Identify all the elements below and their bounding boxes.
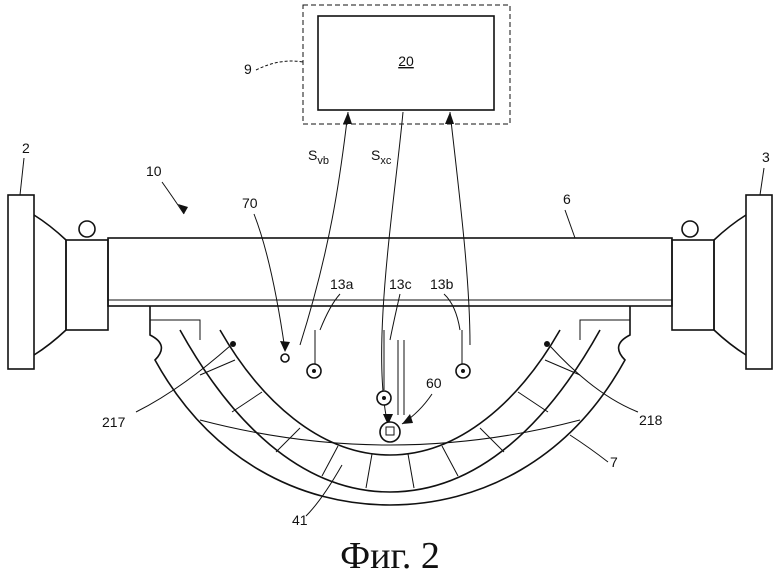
leader-41 xyxy=(305,464,343,517)
housing-inner xyxy=(149,319,201,340)
outlet-flange-3 xyxy=(745,194,773,370)
inlet-flange-2 xyxy=(7,194,35,370)
housing-inner-r xyxy=(579,319,631,340)
label-13c: 13c xyxy=(389,276,412,292)
leader-9 xyxy=(255,60,304,71)
leader-13a xyxy=(319,293,341,331)
label-217: 217 xyxy=(102,414,126,430)
label-7: 7 xyxy=(610,454,618,470)
outlet-cone xyxy=(713,214,747,356)
label-70: 70 xyxy=(242,195,258,211)
sensor-13a-core xyxy=(312,369,316,373)
arrowhead-70 xyxy=(280,341,290,352)
arrowhead-10 xyxy=(178,204,188,214)
unit-20 xyxy=(317,15,495,111)
label-3: 3 xyxy=(762,149,770,165)
label-41: 41 xyxy=(292,512,308,528)
arrowhead-60 xyxy=(402,414,413,424)
outlet-lug xyxy=(681,220,699,238)
arrow-10 xyxy=(161,181,185,215)
leader-217 xyxy=(135,345,231,413)
label-9: 9 xyxy=(244,61,252,77)
signal-xc-label: Sxc xyxy=(371,147,392,167)
tube-41-outer xyxy=(179,329,601,493)
inlet-coupling xyxy=(65,239,109,331)
arrowhead-b xyxy=(445,112,454,124)
control-box-9 xyxy=(302,4,511,125)
label-6: 6 xyxy=(563,191,571,207)
signal-vb-label: Svb xyxy=(308,147,329,167)
tube-41-inner xyxy=(219,329,561,456)
housing-contour xyxy=(199,419,581,446)
sensor-13b-core xyxy=(461,369,465,373)
leader-13c xyxy=(389,293,401,341)
label-218: 218 xyxy=(639,412,663,428)
sensor-70 xyxy=(280,353,290,363)
sensor-60 xyxy=(379,421,401,443)
node-217-dot xyxy=(230,341,236,347)
leader-218 xyxy=(549,345,639,413)
label-60: 60 xyxy=(426,375,442,391)
arrowhead-vb xyxy=(343,112,352,124)
sensor-60-core xyxy=(385,426,395,436)
sensor-13c-core xyxy=(382,396,386,400)
figure-caption: Фиг. 2 xyxy=(340,535,440,577)
arrowhead-xc xyxy=(383,414,393,425)
label-13a: 13a xyxy=(330,276,354,292)
bar-6 xyxy=(107,237,673,307)
label-10: 10 xyxy=(146,163,162,179)
inlet-lug xyxy=(78,220,96,238)
inlet-cone xyxy=(33,214,67,356)
housing-7 xyxy=(149,306,631,506)
signal-b-line xyxy=(449,111,471,346)
signal-vb-line xyxy=(299,111,349,346)
leader-13b xyxy=(443,293,461,331)
leader-6 xyxy=(564,209,576,239)
leader-3 xyxy=(759,167,765,196)
tube-rings xyxy=(199,359,581,489)
leader-70 xyxy=(253,213,286,351)
leader-7 xyxy=(569,434,609,463)
leader-2 xyxy=(19,157,25,196)
node-218-dot xyxy=(544,341,550,347)
outlet-coupling xyxy=(671,239,715,331)
label-13b: 13b xyxy=(430,276,454,292)
label-2: 2 xyxy=(22,140,30,156)
unit-20-label: 20 xyxy=(398,53,414,69)
